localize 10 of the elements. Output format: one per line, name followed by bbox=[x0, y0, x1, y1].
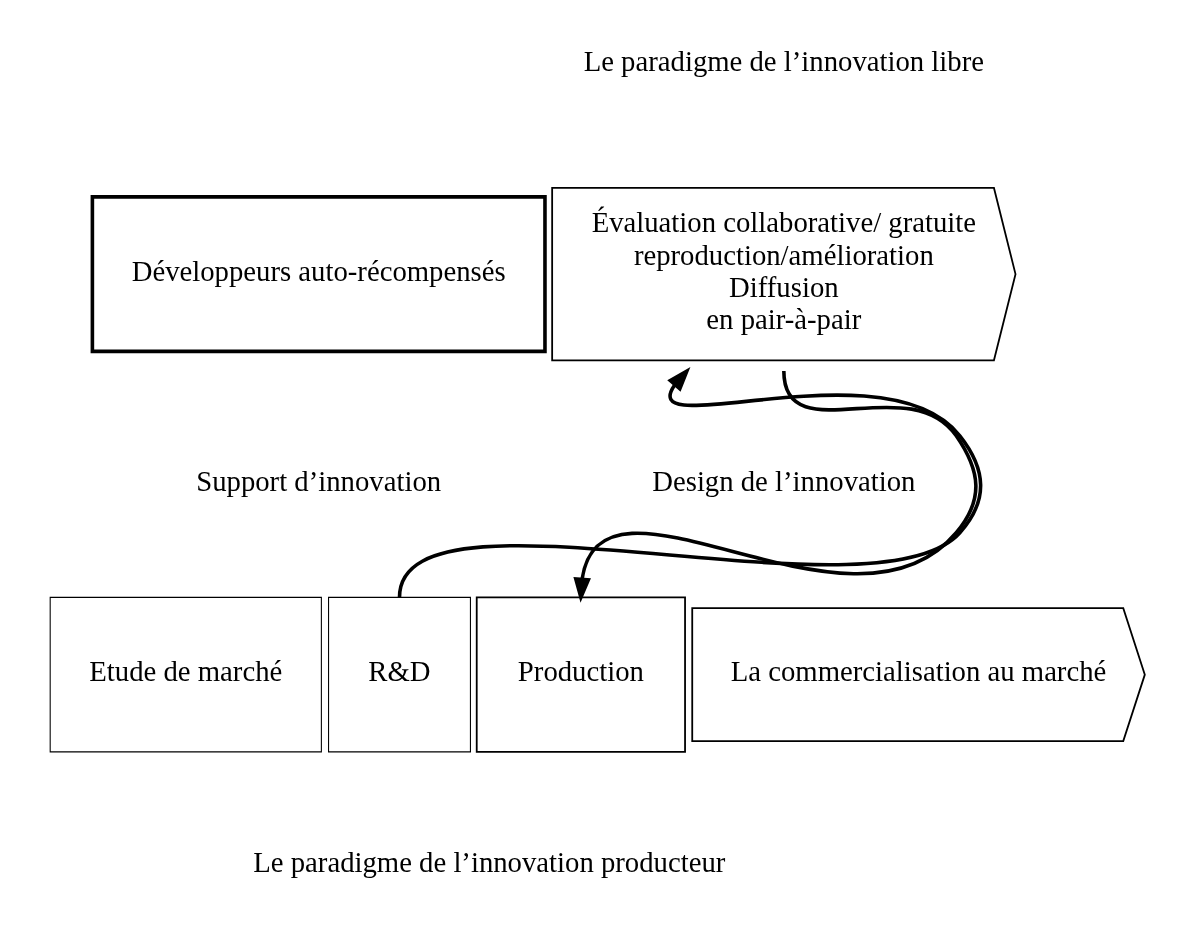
label: Le paradigme de l’innovation producteur bbox=[252, 845, 725, 878]
node-box: Développeurs auto-récompensés bbox=[90, 195, 547, 354]
node-box: R&D bbox=[327, 596, 471, 753]
arrow bbox=[572, 370, 978, 603]
node-box: Etude de marché bbox=[49, 596, 322, 753]
label: Le paradigme de l’innovation libre bbox=[583, 44, 984, 77]
label: Support d’innovation bbox=[195, 465, 441, 498]
label: Design de l’innovation bbox=[651, 465, 915, 498]
arrow bbox=[397, 367, 982, 598]
node-box: Production bbox=[475, 596, 686, 753]
